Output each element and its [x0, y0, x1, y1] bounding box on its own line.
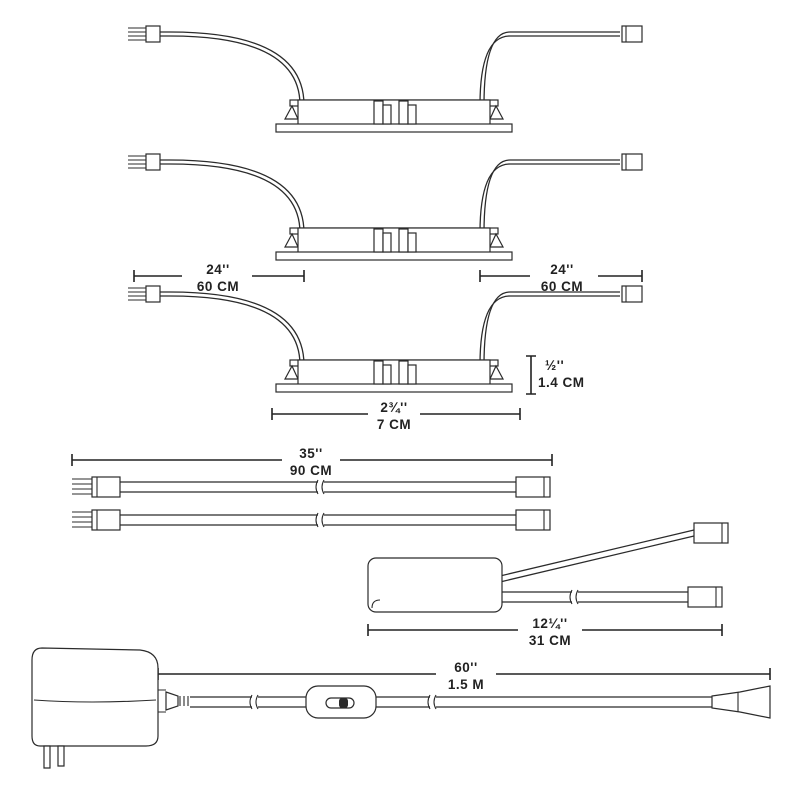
extension-cable-2	[71, 509, 551, 531]
splitter-cable-imperial: 12¼''	[532, 616, 567, 631]
cable-right-imperial: 24''	[550, 262, 573, 277]
cable-left-imperial: 24''	[206, 262, 229, 277]
splitter-cable-metric: 31 CM	[529, 633, 571, 648]
dimension-puck-width: 2¾'' 7 CM	[271, 400, 521, 432]
dimension-cable-left: 24'' 60 CM	[133, 262, 305, 294]
dimension-extension-cable: 35'' 90 CM	[71, 446, 553, 478]
power-adapter	[31, 647, 771, 769]
puck-height-imperial: ½''	[545, 358, 564, 373]
dimension-splitter-cable: 12¼'' 31 CM	[367, 616, 723, 648]
cable-right-metric: 60 CM	[541, 279, 583, 294]
dimension-cable-right: 24'' 60 CM	[479, 262, 643, 294]
splitter-hub	[367, 522, 729, 613]
dimension-adapter-cord: 60'' 1.5 M	[157, 660, 771, 692]
puck-width-metric: 7 CM	[377, 417, 411, 432]
puck-light-2	[127, 153, 643, 261]
extension-cable-1	[71, 476, 551, 498]
puck-height-metric: 1.4 CM	[538, 375, 585, 390]
puck-width-imperial: 2¾''	[380, 400, 407, 415]
adapter-cord-metric: 1.5 M	[448, 677, 484, 692]
cable-left-metric: 60 CM	[197, 279, 239, 294]
puck-light-1	[127, 25, 643, 133]
adapter-cord-imperial: 60''	[454, 660, 477, 675]
extension-cable-imperial: 35''	[299, 446, 322, 461]
dimension-puck-height: ½'' 1.4 CM	[526, 355, 585, 395]
extension-cable-metric: 90 CM	[290, 463, 332, 478]
